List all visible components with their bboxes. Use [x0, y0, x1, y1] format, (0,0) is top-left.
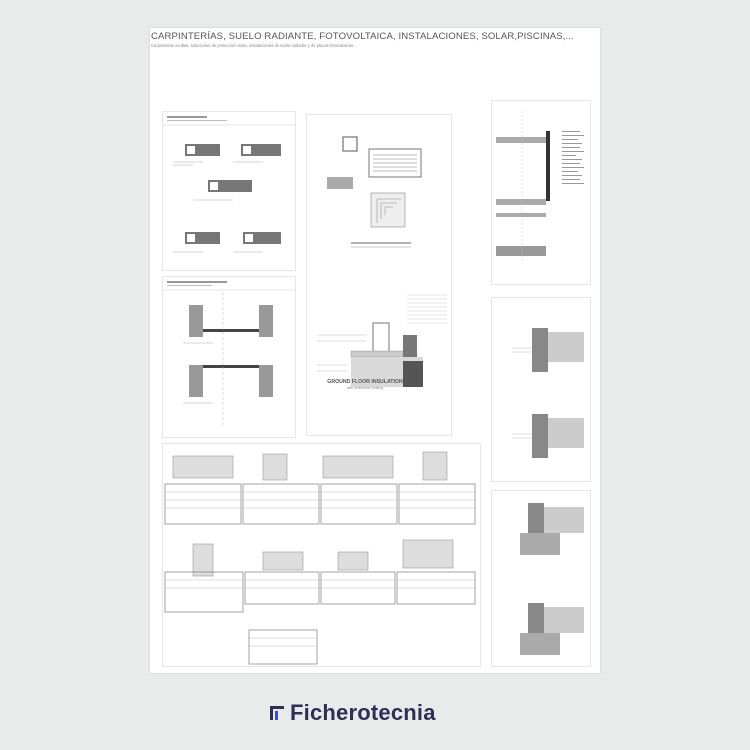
facade-section-drawing — [496, 111, 584, 261]
ground-floor-sublabel: with underfloor heating — [346, 386, 384, 390]
floor-detail-drawing — [163, 281, 295, 427]
foundation-detail-drawing — [520, 503, 584, 655]
brand-mark-icon — [270, 706, 284, 720]
ground-floor-drawing — [317, 136, 447, 387]
facade-section-panel — [491, 100, 591, 285]
ground-floor-label: GROUND FLOOR INSULATION — [327, 379, 403, 385]
foundation-detail-panel — [491, 490, 591, 667]
page-subtitle: Carpinterías ocultas, soluciones de prot… — [151, 43, 357, 48]
brand-logo: Ficherotecnia — [266, 698, 436, 728]
ground-floor-panel — [306, 114, 452, 436]
schedule-table-drawing — [164, 451, 476, 665]
floor-detail-panel — [162, 276, 296, 438]
wall-detail-drawing — [512, 328, 584, 458]
wall-detail-panel — [491, 297, 591, 482]
schedule-table-panel — [162, 443, 481, 667]
carpentry-detail-drawing — [163, 116, 295, 253]
page-title: CARPINTERÍAS, SUELO RADIANTE, FOTOVOLTAI… — [151, 31, 574, 42]
carpentry-detail-panel — [162, 111, 296, 271]
brand-name: Ficherotecnia — [290, 700, 436, 725]
